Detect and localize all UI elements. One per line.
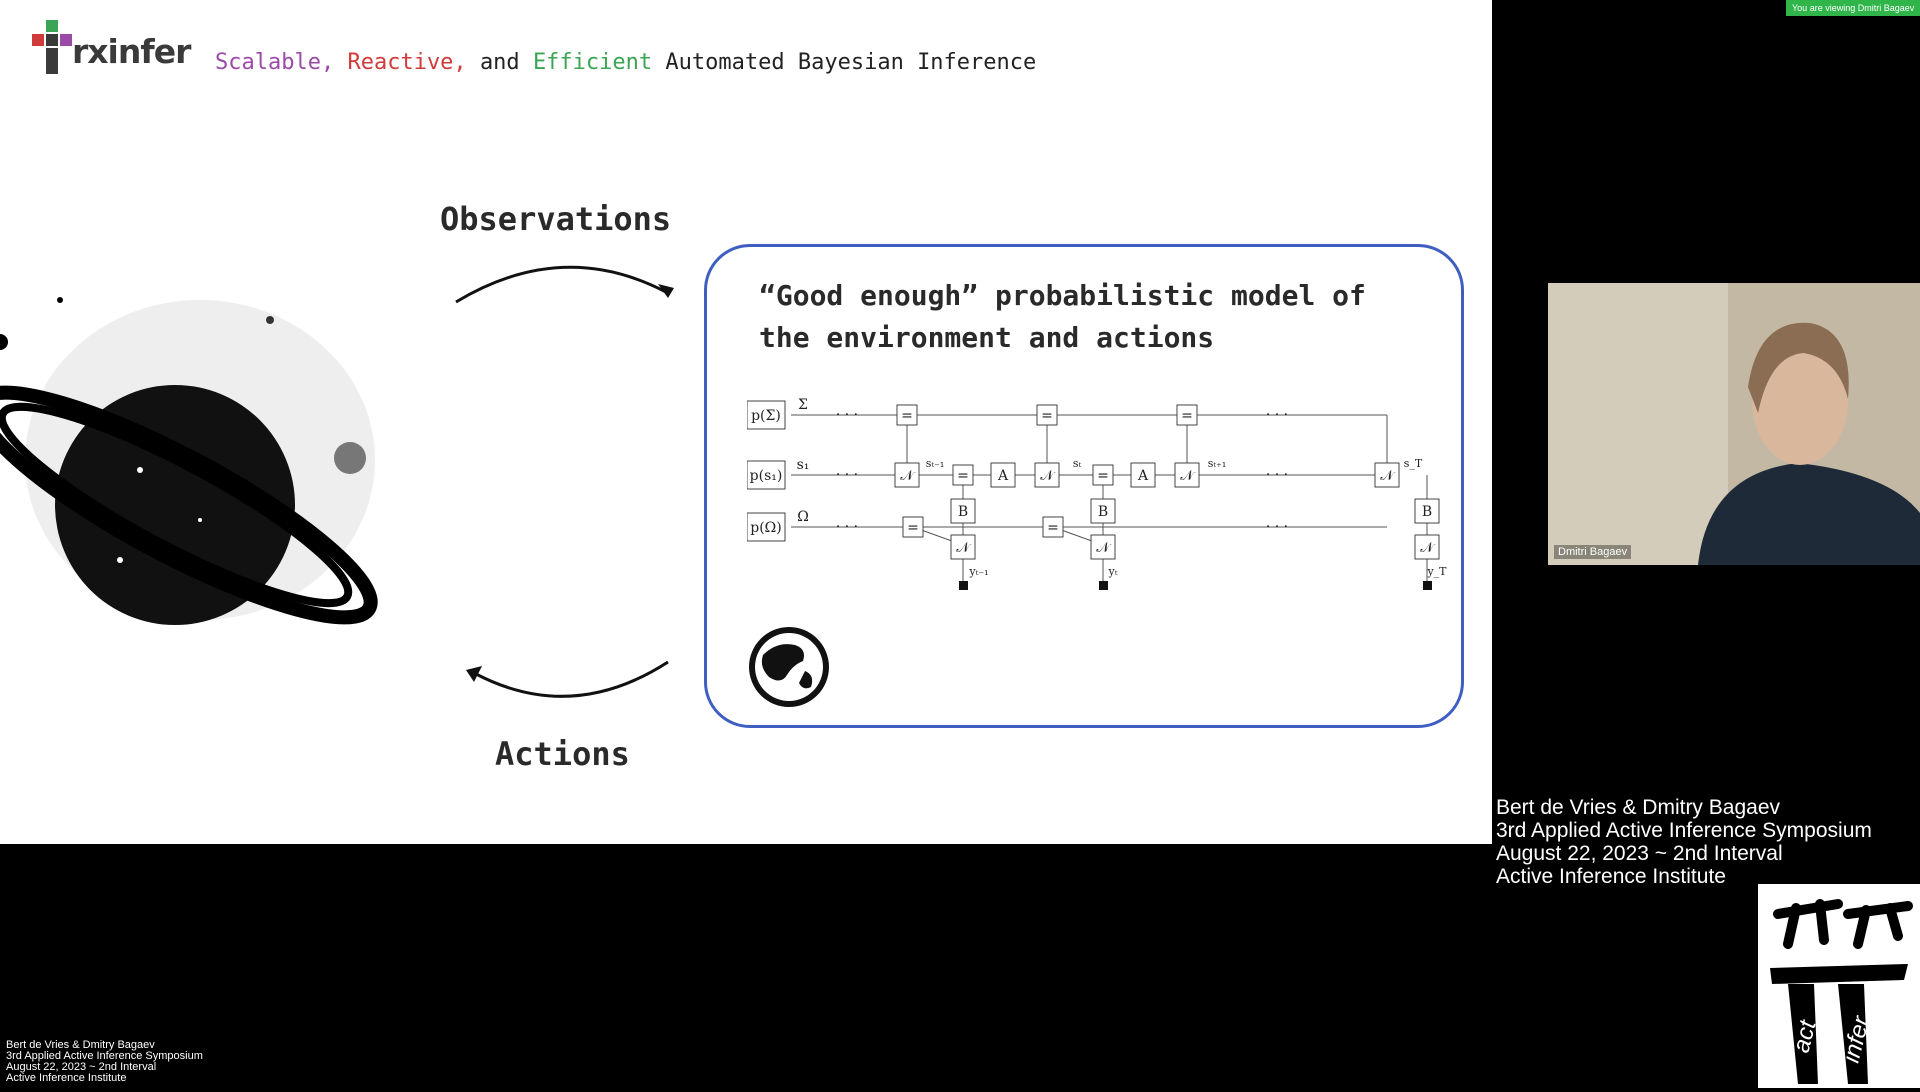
- model-description: “Good enough” probabilistic model of the…: [759, 279, 1366, 354]
- caption-line-4: Active Inference Institute: [1496, 865, 1726, 888]
- svg-text:B: B: [1098, 504, 1108, 520]
- svg-text:𝒩: 𝒩: [900, 468, 916, 484]
- caption-small-line-4: Active Inference Institute: [6, 1072, 127, 1084]
- svg-text:· · ·: · · ·: [1266, 519, 1288, 535]
- svg-text:sₜ: sₜ: [1073, 457, 1082, 470]
- caption-small-line-3: August 22, 2023 ~ 2nd Interval: [6, 1061, 157, 1073]
- svg-text:=: =: [907, 520, 919, 536]
- logo-wordmark: rxinfer: [72, 32, 191, 71]
- factor-graph-diagram: p(Σ) p(s₁) p(Ω) Σ s₁ Ω · · · · · · · · ·…: [747, 397, 1447, 590]
- svg-text:𝒩: 𝒩: [1380, 468, 1396, 484]
- institute-logo-mark-icon: serve act infer: [1758, 884, 1920, 1088]
- svg-text:s_T: s_T: [1404, 457, 1423, 470]
- svg-text:𝒩: 𝒩: [1420, 540, 1436, 556]
- svg-text:𝒩: 𝒩: [956, 540, 972, 556]
- svg-text:B: B: [958, 504, 968, 520]
- caption-line-1: Bert de Vries & Dmitry Bagaev: [1496, 796, 1780, 819]
- svg-text:𝒩: 𝒩: [1180, 468, 1196, 484]
- svg-text:=: =: [1097, 468, 1109, 484]
- svg-text:· · ·: · · ·: [836, 519, 858, 535]
- participant-video-tile[interactable]: Dmitri Bagaev: [1548, 283, 1920, 565]
- svg-text:· · ·: · · ·: [836, 407, 858, 423]
- svg-text:y_T: y_T: [1426, 565, 1447, 578]
- tagline-efficient: Efficient: [532, 50, 653, 75]
- svg-text:serve: serve: [1804, 943, 1863, 970]
- svg-text:· · ·: · · ·: [1266, 407, 1288, 423]
- svg-text:𝒩: 𝒩: [1040, 468, 1056, 484]
- svg-text:sₜ₋₁: sₜ₋₁: [926, 457, 945, 470]
- caption-small-line-1: Bert de Vries & Dmitry Bagaev: [6, 1039, 155, 1051]
- viewing-badge[interactable]: You are viewing Dmitri Bagaev: [1786, 0, 1920, 16]
- saturn-planet-illustration: [0, 297, 378, 625]
- event-caption: Bert de Vries & Dmitry Bagaev 3rd Applie…: [1496, 796, 1872, 888]
- rxinfer-logo: rxinfer: [28, 18, 200, 78]
- event-caption-small: Bert de Vries & Dmitry Bagaev 3rd Applie…: [6, 1040, 203, 1084]
- svg-text:· · ·: · · ·: [836, 467, 858, 483]
- svg-text:A: A: [997, 468, 1009, 484]
- svg-text:p(s₁): p(s₁): [750, 468, 783, 484]
- active-inference-institute-logo: serve act infer: [1758, 884, 1920, 1088]
- svg-text:s₁: s₁: [797, 457, 810, 473]
- svg-text:yₜ₋₁: yₜ₋₁: [968, 565, 988, 578]
- earth-globe-icon: [749, 627, 829, 707]
- actions-arrow-icon: [466, 660, 669, 698]
- observations-arrow-icon: [455, 265, 674, 304]
- svg-text:=: =: [1041, 408, 1053, 424]
- svg-text:p(Σ): p(Σ): [751, 408, 781, 424]
- observations-label: Observations: [440, 200, 672, 238]
- prior-s1-node: [747, 460, 786, 490]
- prior-sigma-node: [747, 400, 786, 430]
- tagline-rest: Automated Bayesian Inference: [665, 50, 1037, 75]
- tagline-and: and: [479, 50, 520, 75]
- prior-omega-node: [747, 512, 786, 542]
- svg-text:Σ: Σ: [798, 397, 808, 413]
- model-box: “Good enough” probabilistic model of the…: [704, 244, 1464, 728]
- svg-text:=: =: [1181, 408, 1193, 424]
- presentation-slide: rxinfer Scalable, Reactive, and Efficien…: [0, 0, 1492, 844]
- svg-text:=: =: [1047, 520, 1059, 536]
- participant-name-label: Dmitri Bagaev: [1554, 545, 1632, 559]
- rxinfer-logo-mark-icon: [32, 20, 72, 74]
- svg-text:A: A: [1137, 468, 1149, 484]
- tagline-scalable: Scalable,: [215, 50, 335, 75]
- slide-tagline: Scalable, Reactive, and Efficient Automa…: [215, 50, 1036, 75]
- svg-text:· · ·: · · ·: [1266, 467, 1288, 483]
- caption-line-3: August 22, 2023 ~ 2nd Interval: [1496, 842, 1783, 865]
- actions-label: Actions: [495, 735, 630, 773]
- participant-video-feed: [1548, 283, 1920, 565]
- svg-text:Ω: Ω: [797, 509, 809, 525]
- svg-text:𝒩: 𝒩: [1096, 540, 1112, 556]
- caption-line-2: 3rd Applied Active Inference Symposium: [1496, 819, 1872, 842]
- svg-text:=: =: [901, 408, 913, 424]
- caption-small-line-2: 3rd Applied Active Inference Symposium: [6, 1050, 203, 1062]
- svg-text:=: =: [957, 468, 969, 484]
- svg-text:B: B: [1422, 504, 1432, 520]
- tagline-reactive: Reactive,: [347, 50, 467, 75]
- svg-text:yₜ: yₜ: [1108, 565, 1118, 578]
- svg-text:p(Ω): p(Ω): [750, 520, 782, 536]
- svg-text:sₜ₊₁: sₜ₊₁: [1208, 457, 1227, 470]
